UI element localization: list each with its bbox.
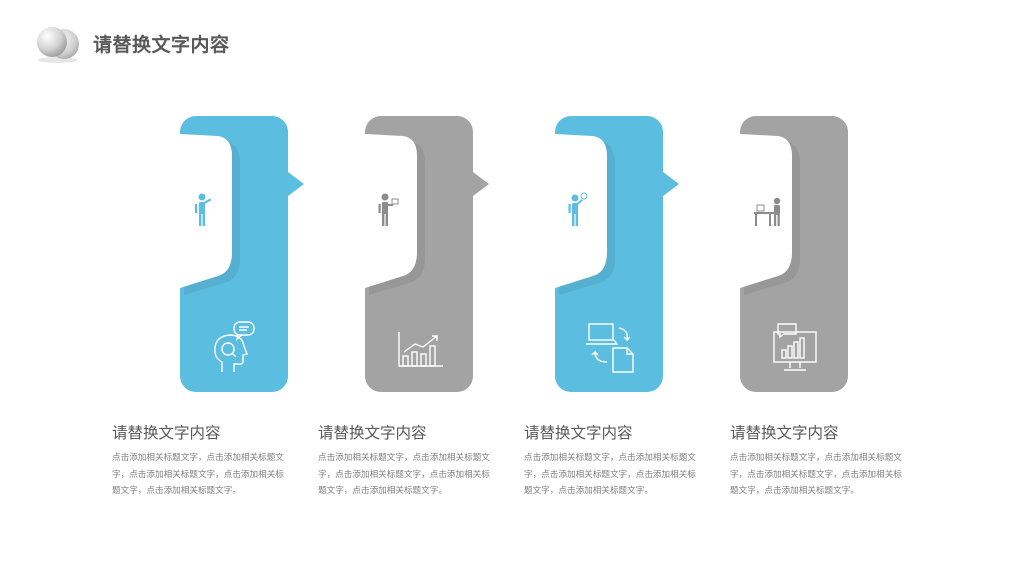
card-shape: [180, 116, 304, 392]
card-shape: [365, 116, 489, 392]
computer-document-exchange-icon: [586, 323, 634, 373]
card-shape: [555, 116, 679, 392]
description-title: 请替换文字内容: [112, 424, 221, 442]
card-4: [740, 116, 870, 392]
card-1: [180, 116, 310, 392]
card-3: [555, 116, 685, 392]
person-idea-icon: [568, 192, 588, 226]
card-shape: [740, 116, 848, 392]
description-body: 点击添加相关标题文字，点击添加相关标题文字，点击添加相关标题文字，点击添加相关标…: [112, 453, 284, 496]
card-2: [365, 116, 495, 392]
logo-circles-icon: [37, 27, 79, 63]
description-title: 请替换文字内容: [730, 424, 839, 442]
person-at-desk-icon: [754, 197, 781, 226]
head-speech-bubble-icon: [214, 321, 255, 372]
description-body: 点击添加相关标题文字，点击添加相关标题文字，点击添加相关标题文字，点击添加相关标…: [318, 453, 490, 496]
description-3: 请替换文字内容 点击添加相关标题文字，点击添加相关标题文字，点击添加相关标题文字…: [524, 422, 704, 500]
description-title: 请替换文字内容: [318, 424, 427, 442]
description-title: 请替换文字内容: [524, 424, 633, 442]
page-title: 请替换文字内容: [93, 34, 230, 56]
description-4: 请替换文字内容 点击添加相关标题文字，点击添加相关标题文字，点击添加相关标题文字…: [730, 422, 910, 500]
person-pointing-icon: [195, 193, 212, 226]
person-presenting-icon: [378, 193, 399, 226]
description-body: 点击添加相关标题文字，点击添加相关标题文字，点击添加相关标题文字，点击添加相关标…: [730, 453, 902, 496]
bar-chart-growth-icon: [398, 332, 443, 367]
description-body: 点击添加相关标题文字，点击添加相关标题文字，点击添加相关标题文字，点击添加相关标…: [524, 453, 696, 496]
description-2: 请替换文字内容 点击添加相关标题文字，点击添加相关标题文字，点击添加相关标题文字…: [318, 422, 498, 500]
description-1: 请替换文字内容 点击添加相关标题文字，点击添加相关标题文字，点击添加相关标题文字…: [112, 422, 292, 500]
monitor-chart-icon: [773, 323, 817, 371]
